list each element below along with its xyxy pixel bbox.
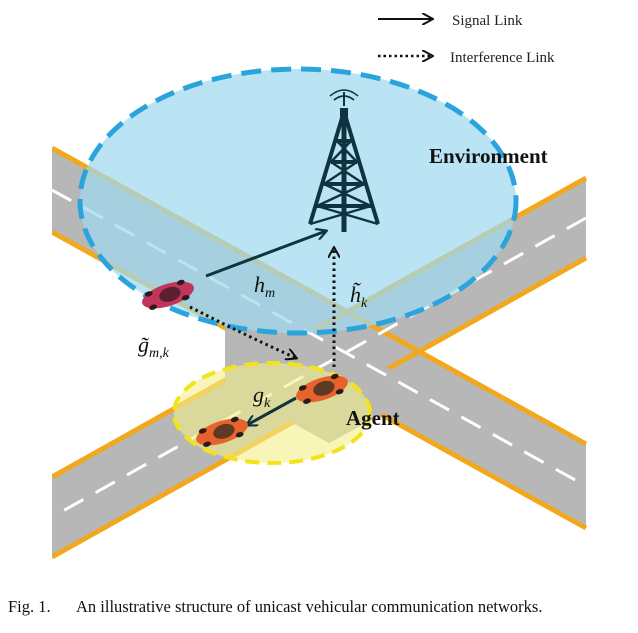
base-station-tower-icon <box>308 89 380 232</box>
red-car-icon <box>142 279 194 310</box>
environment-label: Environment <box>429 144 548 168</box>
signal-link-g-k <box>247 396 297 425</box>
figure-caption: Fig. 1. An illustrative structure of unic… <box>8 597 638 617</box>
caption-text: An illustrative structure of unicast veh… <box>76 597 543 616</box>
signal-link-legend: Signal Link <box>378 13 523 29</box>
orange-car-receiver-icon <box>196 416 248 447</box>
figure-number: Fig. 1. <box>8 597 51 616</box>
lane-divider-a <box>52 188 587 488</box>
h-k-label: h̃k <box>350 282 368 311</box>
g-k-label: gk <box>253 382 271 411</box>
orange-car-transmitter-icon <box>296 373 348 404</box>
g-mk-label: g̃m,k <box>138 332 170 361</box>
legend: Signal Link Interference Link <box>378 13 555 66</box>
signal-link-legend-label: Signal Link <box>452 13 523 29</box>
environment-region <box>77 66 519 336</box>
signal-link-h-m <box>205 231 326 278</box>
agent-label: Agent <box>346 406 400 430</box>
interference-link-legend-label: Interference Link <box>450 50 555 66</box>
interference-link-legend: Interference Link <box>378 50 555 66</box>
h-m-label: hm <box>254 272 275 301</box>
